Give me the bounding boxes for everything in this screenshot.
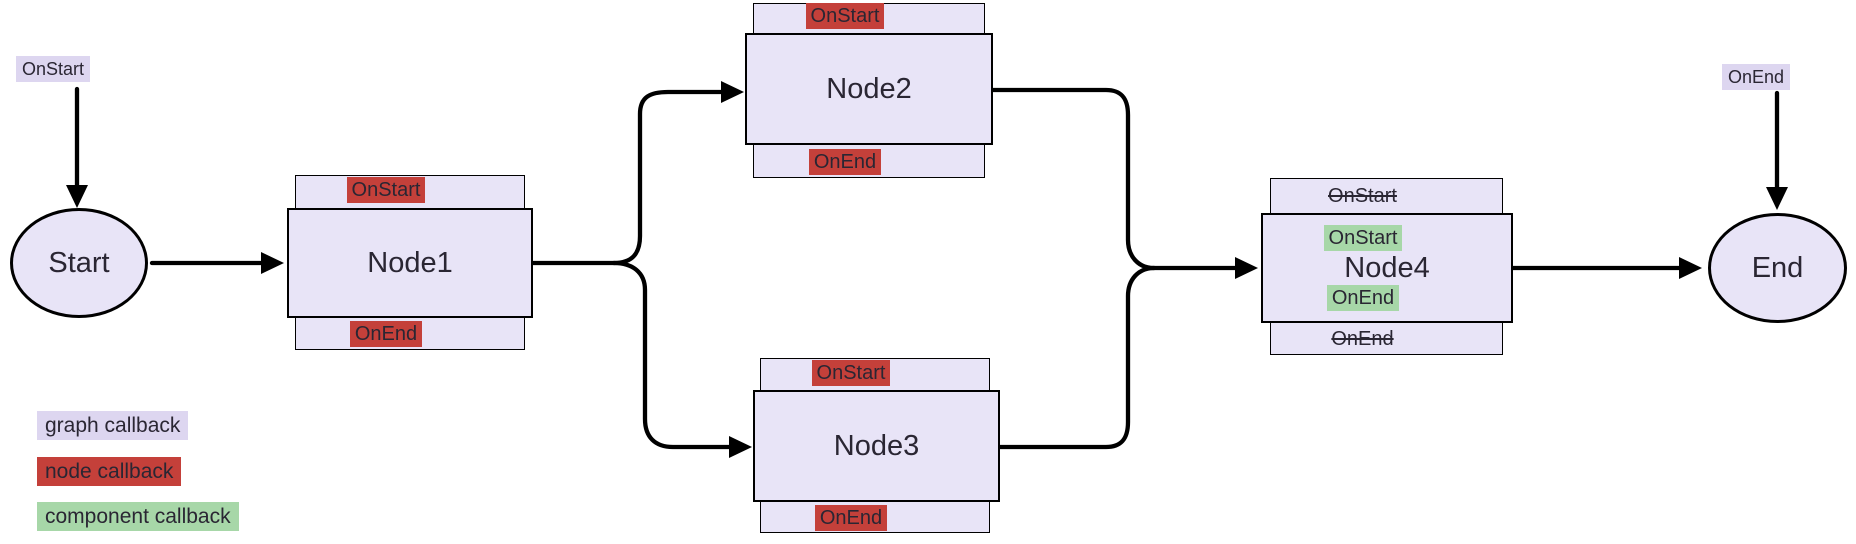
arrowhead-onstart-to-start: [66, 185, 88, 208]
node2-body: Node2: [745, 33, 993, 145]
legend-node-callback: node callback: [37, 457, 182, 486]
edge-node1-to-node3: [611, 260, 732, 450]
arrowhead-node1-to-node2: [721, 81, 744, 103]
node1-body: Node1: [287, 208, 533, 318]
node2-onstart-callback: OnStart: [805, 3, 885, 29]
node-node4: OnStart OnEnd OnStart Node4 OnEnd: [1261, 178, 1513, 355]
graph-onstart-label: OnStart: [16, 56, 91, 82]
node-node3: OnStart OnEnd Node3: [753, 358, 1000, 533]
edge-node1-to-node2: [611, 89, 724, 266]
node-node2: OnStart OnEnd Node2: [745, 3, 993, 178]
node4-component-onstart-callback: OnStart: [1323, 225, 1403, 251]
node4-body: OnStart Node4 OnEnd: [1261, 213, 1513, 323]
node4-component-onend-callback: OnEnd: [1326, 285, 1400, 311]
edge-node3-to-merge: [997, 265, 1157, 450]
node3-title: Node3: [833, 430, 920, 462]
start-terminal-label: Start: [48, 246, 110, 279]
node1-onend-callback: OnEnd: [349, 321, 423, 347]
arrowhead-onend-to-end: [1766, 187, 1788, 210]
arrowhead-start-to-node1: [261, 252, 284, 274]
node4-title: Node4: [1344, 252, 1430, 284]
node2-title: Node2: [826, 73, 912, 105]
arrowhead-node4-to-end: [1679, 257, 1702, 279]
end-terminal: End: [1708, 213, 1847, 323]
start-terminal: Start: [10, 208, 148, 318]
graph-onend-label: OnEnd: [1722, 64, 1791, 90]
node3-onend-callback: OnEnd: [814, 505, 888, 531]
legend-graph-callback: graph callback: [37, 411, 189, 440]
end-terminal-label: End: [1751, 251, 1804, 284]
node-node1: OnStart OnEnd Node1: [287, 175, 533, 350]
node1-onstart-callback: OnStart: [346, 177, 426, 203]
node4-skipped-onend-callback: OnEnd: [1331, 328, 1394, 350]
legend-component-callback: component callback: [37, 502, 239, 531]
node1-title: Node1: [367, 247, 453, 279]
arrowhead-node1-to-node3: [729, 436, 752, 458]
edge-node2-to-merge: [990, 87, 1157, 271]
arrowhead-merge-to-node4: [1235, 257, 1258, 279]
node2-onend-callback: OnEnd: [808, 149, 882, 175]
node3-body: Node3: [753, 390, 1000, 502]
node3-onstart-callback: OnStart: [811, 360, 891, 386]
node4-skipped-onstart-callback: OnStart: [1328, 185, 1397, 207]
